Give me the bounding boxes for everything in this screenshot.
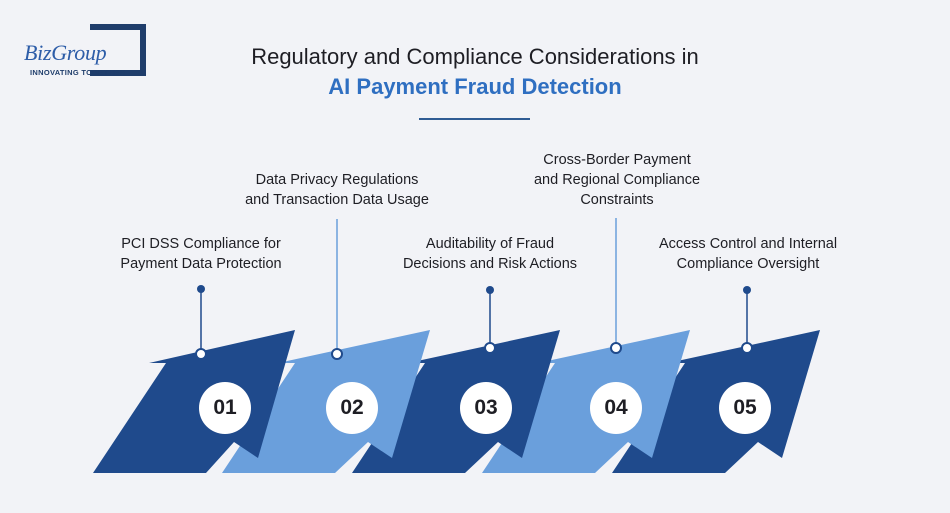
logo-name: BizGroup [24,40,109,66]
step-label-02: Data Privacy Regulations and Transaction… [245,170,429,210]
title-divider [419,118,530,120]
step-number-03: 03 [460,382,512,434]
logo-frame [90,24,146,76]
step-label-05-line1: Access Control and Internal [658,236,838,252]
connector-ring-03 [484,342,496,354]
step-label-05-line2: Compliance Oversight [676,256,820,272]
step-label-03: Auditability of Fraud Decisions and Risk… [403,234,577,274]
connector-ring-05 [741,342,753,354]
connector-dot-01 [197,285,205,293]
arrow-shape-03 [352,330,560,473]
step-label-02-line1: Data Privacy Regulations [255,172,419,188]
step-number-04: 04 [590,382,642,434]
connector-dot-05 [743,286,751,294]
step-label-03-line1: Auditability of Fraud [425,236,555,252]
connector-ring-02 [331,348,343,360]
step-label-03-line2: Decisions and Risk Actions [402,256,578,272]
connector-ring-01 [195,348,207,360]
step-number-05: 05 [719,382,771,434]
step-label-05: Access Control and Internal Compliance O… [659,234,837,274]
step-number-02: 02 [326,382,378,434]
step-label-01-line2: Payment Data Protection [120,256,282,272]
step-label-02-line2: and Transaction Data Usage [245,192,429,208]
step-label-04: Cross-Border Payment and Regional Compli… [534,150,700,210]
logo-tagline: INNOVATING TOGETHER [30,68,126,77]
arrow-shape-05 [612,330,820,473]
connector-dot-03 [486,286,494,294]
step-label-01-line1: PCI DSS Compliance for [121,236,281,252]
arrow-shape-01 [93,330,295,473]
step-label-04-line1: Cross-Border Payment [543,152,691,168]
step-label-04-line2: and Regional Compliance [533,172,701,188]
connector-ring-04 [610,342,622,354]
step-number-01: 01 [199,382,251,434]
bizgroup-logo: BizGroup INNOVATING TOGETHER [24,24,158,84]
step-label-04-line3: Constraints [580,192,654,208]
step-label-01: PCI DSS Compliance for Payment Data Prot… [120,234,281,274]
page-title: Regulatory and Compliance Considerations… [251,44,699,69]
page-subtitle: AI Payment Fraud Detection [328,74,622,99]
arrow-shape-04 [482,330,690,473]
